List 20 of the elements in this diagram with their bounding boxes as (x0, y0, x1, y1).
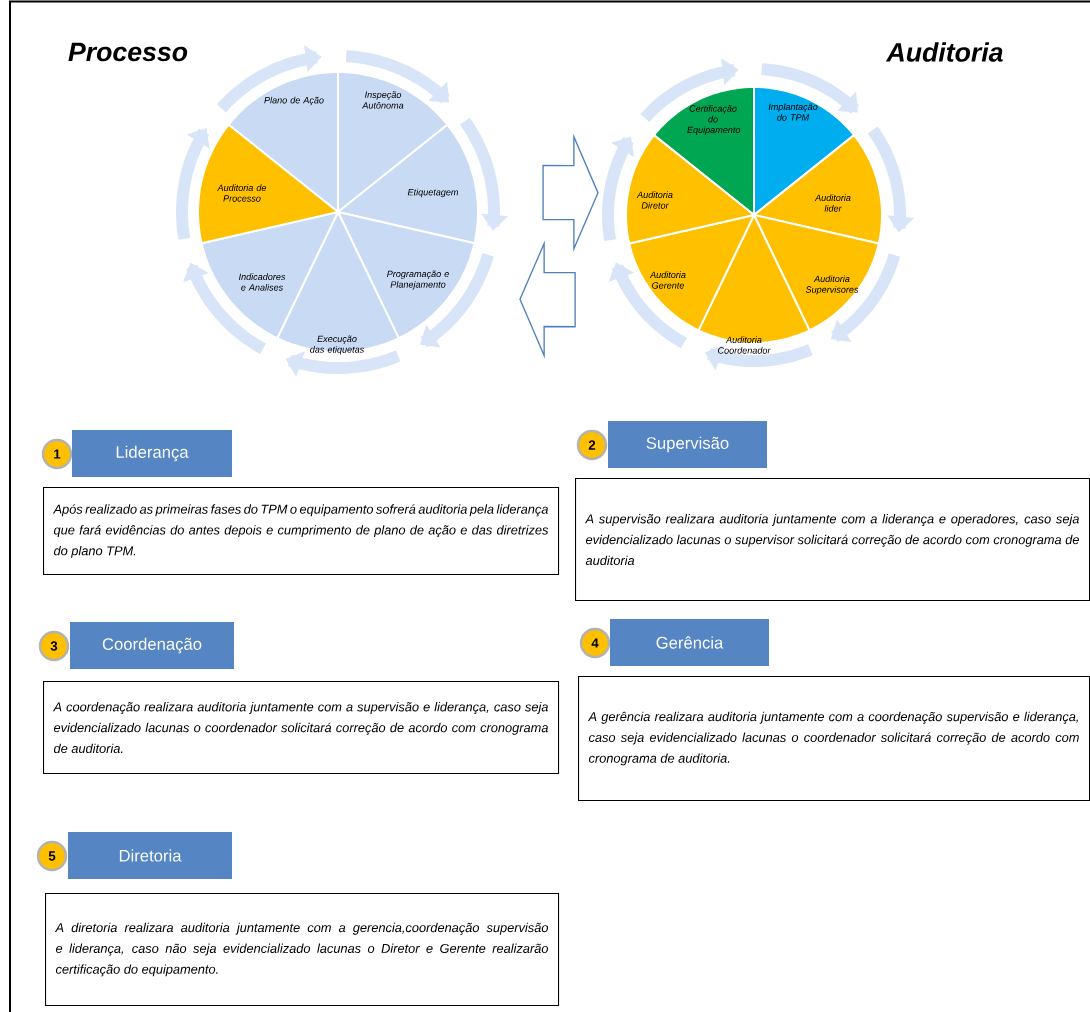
number-badge: 4 (579, 627, 611, 659)
text-box: A coordenação realizara auditoria juntamente com a supervisão e liderança, caso seja evidencializado lacunas o coordenador solicitará correção de acordo com cronograma de auditoria. (43, 681, 560, 775)
number-badge: 3 (38, 630, 70, 662)
wheel-title: Auditoria (885, 42, 1003, 62)
text-box: A diretoria realizara auditoria juntamente com a gerencia,coordenação supervisão e liderança, caso não seja evidencializado lacunas o Diretor e Gerente realizarão certificação do equipamento. (45, 893, 560, 1007)
text-box: Após realizado as primeiras fases do TPM o equipamento sofrerá auditoria pela liderança que fará evidências do antes depois e cumprimento de plano de ação e das diretrizes do plano TPM. (43, 487, 560, 576)
header-tab: Diretoria (68, 832, 232, 879)
header-tab: Liderança (72, 430, 232, 477)
number-badge: 2 (576, 429, 608, 461)
header-tab: Coordenação (70, 622, 234, 669)
node-label: Coordenador (718, 347, 771, 354)
wheel-title: Processo (68, 42, 188, 62)
block-arrow (519, 240, 576, 359)
text-box: A gerência realizara auditoria juntamente com a coordenação supervisão e liderança, caso seja evidencializado lacunas o coordenador solicitará correção de acordo com cronograma de auditoria. (578, 676, 1090, 802)
number-badge: 5 (36, 840, 68, 872)
text-box: A supervisão realizara auditoria juntamente com a liderança e operadores, caso seja evidencializado lacunas o supervisor solicitará correção de acordo com cronograma de auditoria (575, 478, 1090, 602)
block-arrow (542, 133, 599, 252)
header-tab: Supervisão (608, 421, 767, 468)
number-badge: 1 (41, 438, 73, 470)
header-tab: Gerência (610, 619, 769, 666)
